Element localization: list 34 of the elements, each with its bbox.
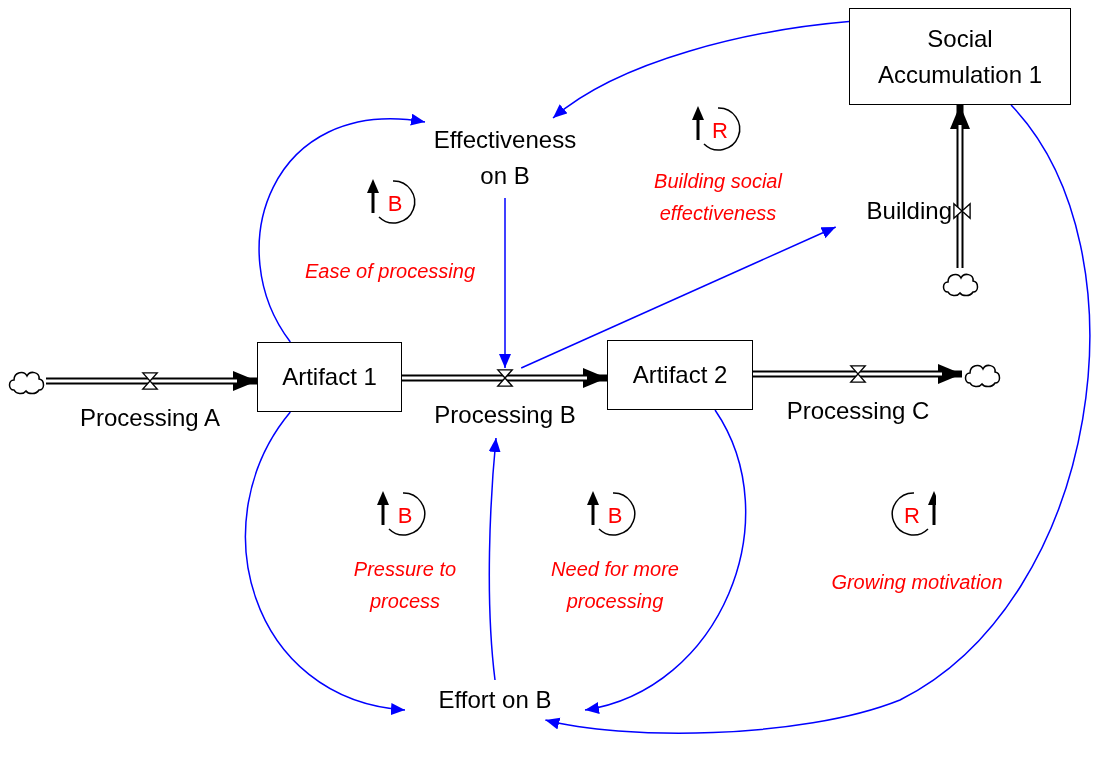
loop-polarity: R: [712, 116, 728, 145]
flow-pipe: [46, 371, 257, 391]
stock-label: Artifact 1: [282, 362, 377, 392]
loop-polarity: B: [397, 501, 413, 530]
stock-box: [849, 8, 1071, 105]
loop-name: Growing motivation: [831, 570, 1003, 595]
flow-label: Building: [866, 196, 952, 226]
flow-pipe: [753, 364, 962, 384]
stock-box: [257, 342, 402, 412]
causal-arrow: [258, 114, 426, 343]
variable-label: Effort on B: [438, 685, 552, 715]
flow-pipe: [402, 368, 607, 388]
causal-arrow: [552, 20, 850, 119]
variable-label: Effectiveness on B: [432, 125, 578, 191]
loop-name: Ease of processing: [304, 259, 476, 284]
loop-polarity: B: [387, 189, 403, 218]
causal-arrow: [520, 226, 837, 369]
loop-name: Pressure to process: [352, 557, 458, 614]
stock-box: [607, 340, 753, 410]
causal-arrow: [544, 104, 1090, 734]
loop-name: Need for more processing: [550, 557, 680, 614]
causal-arrow: [584, 409, 747, 713]
stock-label: Social Accumulation 1: [876, 23, 1044, 90]
flow-label: Processing C: [786, 396, 930, 426]
loop-polarity: B: [607, 501, 623, 530]
loop-name: Building social effectiveness: [653, 169, 784, 226]
flow-label: Processing B: [434, 400, 576, 430]
stock-label: Artifact 2: [632, 360, 728, 390]
flow-pipe: [950, 105, 970, 268]
loop-polarity: R: [904, 501, 920, 530]
causal-arrow: [499, 197, 511, 369]
causal-arrow: [488, 437, 501, 681]
causal-arrow: [244, 411, 406, 714]
flow-label: Processing A: [79, 403, 221, 433]
